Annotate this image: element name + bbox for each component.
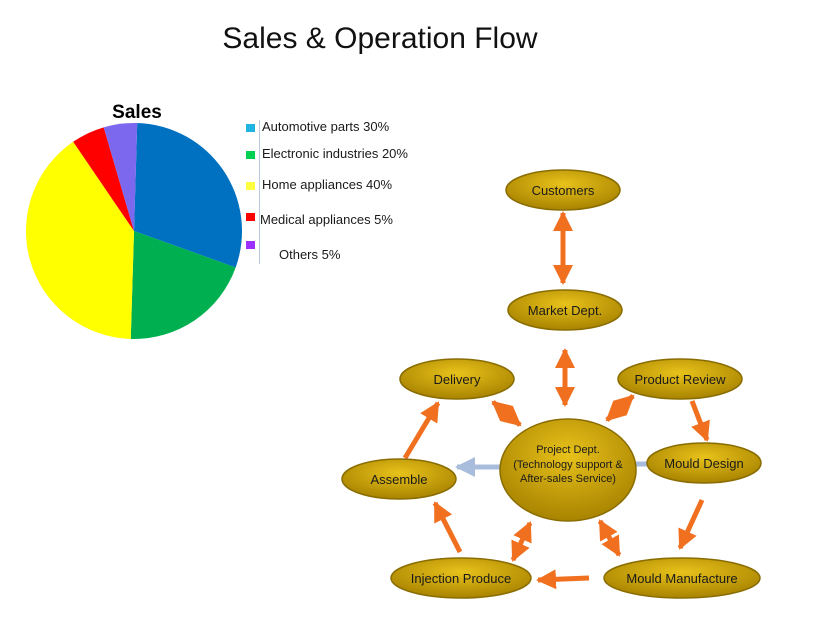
flow-arrows <box>402 211 710 590</box>
legend-label-automotive: Automotive parts 30% <box>262 119 390 134</box>
node-mould-manufacture: Mould Manufacture <box>603 557 761 599</box>
arrow-project-manufacture <box>597 519 622 557</box>
node-delivery: Delivery <box>399 358 515 400</box>
legend-label-electronic: Electronic industries 20% <box>262 146 408 161</box>
node-project-dept-line1: Project Dept. <box>536 444 600 456</box>
node-market-dept-label: Market Dept. <box>528 303 602 318</box>
node-mould-manufacture-label: Mould Manufacture <box>626 571 737 586</box>
arrow-project-injection <box>510 521 533 562</box>
node-project-dept-line2: (Technology support & <box>513 459 623 471</box>
node-injection-produce-label: Injection Produce <box>411 571 511 586</box>
arrow-delivery-project <box>491 400 522 427</box>
arrow-assemble-delivery <box>402 401 441 460</box>
legend-label-medical: Medical appliances 5% <box>260 212 393 227</box>
arrow-injection-assemble <box>432 501 463 554</box>
pie-legend: Automotive parts 30% Electronic industri… <box>240 112 440 264</box>
legend-label-home: Home appliances 40% <box>262 177 393 192</box>
pie-slice-others <box>103 122 138 231</box>
arrow-design-manufacture <box>677 498 705 550</box>
pie-slice-automotive <box>134 123 243 268</box>
legend-swatch-electronic <box>246 151 255 159</box>
node-delivery-label: Delivery <box>434 372 481 387</box>
pie-chart-title: Sales <box>112 102 162 123</box>
node-market-dept: Market Dept. <box>507 289 623 331</box>
node-product-review-label: Product Review <box>634 372 726 387</box>
pie-slice-medical <box>73 127 134 231</box>
legend-swatch-automotive <box>246 124 255 132</box>
node-project-dept-line3: After-sales Service) <box>520 473 616 485</box>
node-customers-label: Customers <box>532 183 595 198</box>
legend-swatch-home <box>246 182 255 190</box>
node-assemble: Assemble <box>341 458 457 500</box>
node-mould-design-label: Mould Design <box>664 456 744 471</box>
arrow-manufacture-injection <box>536 569 590 590</box>
arrow-project-review <box>605 394 635 422</box>
sales-pie-chart <box>25 122 243 340</box>
node-assemble-label: Assemble <box>370 472 427 487</box>
pie-slice-home <box>25 141 134 339</box>
arrow-review-design <box>689 400 710 442</box>
node-mould-design: Mould Design <box>646 442 762 484</box>
legend-divider <box>259 120 260 264</box>
legend-label-others: Others 5% <box>279 247 341 262</box>
blue-connectors <box>455 457 648 477</box>
page-title: Sales & Operation Flow <box>222 22 538 55</box>
node-customers: Customers <box>505 169 621 211</box>
node-product-review: Product Review <box>617 358 743 400</box>
legend-swatch-others <box>246 241 255 249</box>
legend-swatch-medical <box>246 213 255 221</box>
node-injection-produce: Injection Produce <box>390 557 532 599</box>
pie-slice-electronic <box>130 231 236 340</box>
node-project-dept: Project Dept. (Technology support & Afte… <box>499 418 637 522</box>
